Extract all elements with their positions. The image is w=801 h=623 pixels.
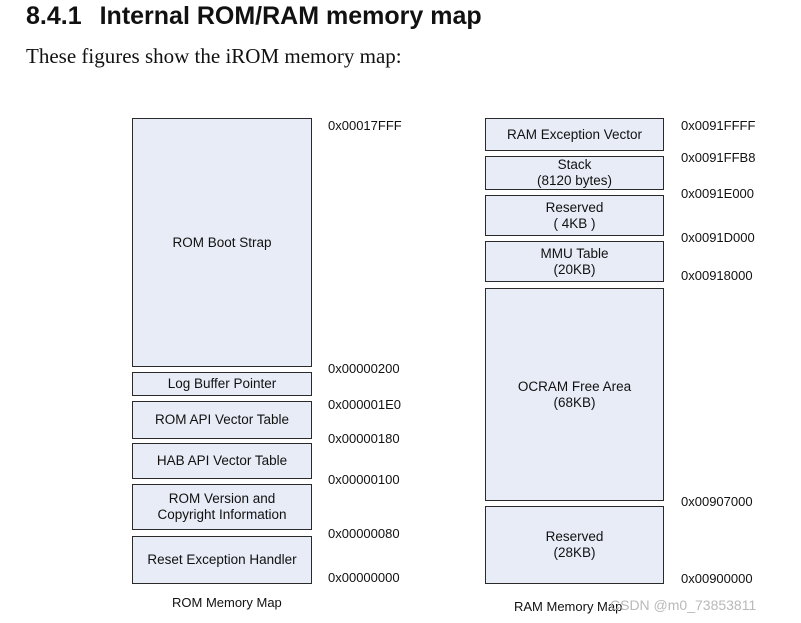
rom-region-reset-exception-handler: Reset Exception Handler <box>132 536 312 584</box>
region-label: ROM Version and Copyright Information <box>157 491 287 522</box>
ram-region-stack: Stack (8120 bytes) <box>485 156 664 190</box>
rom-address-label: 0x00017FFF <box>328 118 402 133</box>
ram-region-exception-vector: RAM Exception Vector <box>485 118 664 151</box>
region-label: RAM Exception Vector <box>506 126 643 142</box>
ram-address-label: 0x0091FFFF <box>681 118 756 133</box>
rom-address-label: 0x00000200 <box>328 361 400 376</box>
region-label: Stack (8120 bytes) <box>536 157 613 188</box>
rom-address-label: 0x00000000 <box>328 570 400 585</box>
ram-region-ocram-free-area: OCRAM Free Area (68KB) <box>485 288 664 501</box>
rom-address-label: 0x00000180 <box>328 431 400 446</box>
region-label: Reserved ( 4KB ) <box>545 199 604 231</box>
region-label: MMU Table (20KB) <box>540 245 609 277</box>
rom-address-label: 0x000001E0 <box>328 397 402 412</box>
rom-region-log-buffer-pointer: Log Buffer Pointer <box>132 372 312 396</box>
region-label: Log Buffer Pointer <box>167 376 277 391</box>
ram-address-label: 0x00918000 <box>681 268 753 283</box>
region-label: OCRAM Free Area (68KB) <box>517 378 632 410</box>
rom-region-api-vector-table: ROM API Vector Table <box>132 401 312 439</box>
ram-address-label: 0x00907000 <box>681 494 753 509</box>
rom-address-label: 0x00000100 <box>328 472 400 487</box>
region-label: Reset Exception Handler <box>147 552 297 567</box>
rom-region-hab-api-vector-table: HAB API Vector Table <box>132 443 312 479</box>
rom-map-caption: ROM Memory Map <box>172 595 282 610</box>
ram-address-label: 0x0091E000 <box>681 186 755 201</box>
rom-region-boot-strap: ROM Boot Strap <box>132 118 312 367</box>
rom-region-version-copyright: ROM Version and Copyright Information <box>132 484 312 530</box>
section-number: 8.4.1 <box>26 2 82 30</box>
ram-address-label: 0x0091FFB8 <box>681 150 756 165</box>
region-label: ROM API Vector Table <box>154 412 290 427</box>
region-label: ROM Boot Strap <box>172 234 272 250</box>
ram-map-caption: RAM Memory Map <box>514 599 623 614</box>
ram-region-reserved-28kb: Reserved (28KB) <box>485 506 664 584</box>
region-label: Reserved (28KB) <box>545 529 604 560</box>
ram-region-reserved-4kb: Reserved ( 4KB ) <box>485 195 664 236</box>
intro-text: These figures show the iROM memory map: <box>26 44 402 68</box>
watermark: CSDN @m0_73853811 <box>610 597 757 613</box>
rom-address-label: 0x00000080 <box>328 526 400 541</box>
ram-address-label: 0x0091D000 <box>681 230 755 245</box>
ram-region-mmu-table: MMU Table (20KB) <box>485 241 664 282</box>
section-heading: 8.4.1 Internal ROM/RAM memory map <box>26 2 482 31</box>
region-label: HAB API Vector Table <box>156 453 288 468</box>
ram-address-label: 0x00900000 <box>681 571 753 586</box>
section-title: Internal ROM/RAM memory map <box>99 2 482 30</box>
